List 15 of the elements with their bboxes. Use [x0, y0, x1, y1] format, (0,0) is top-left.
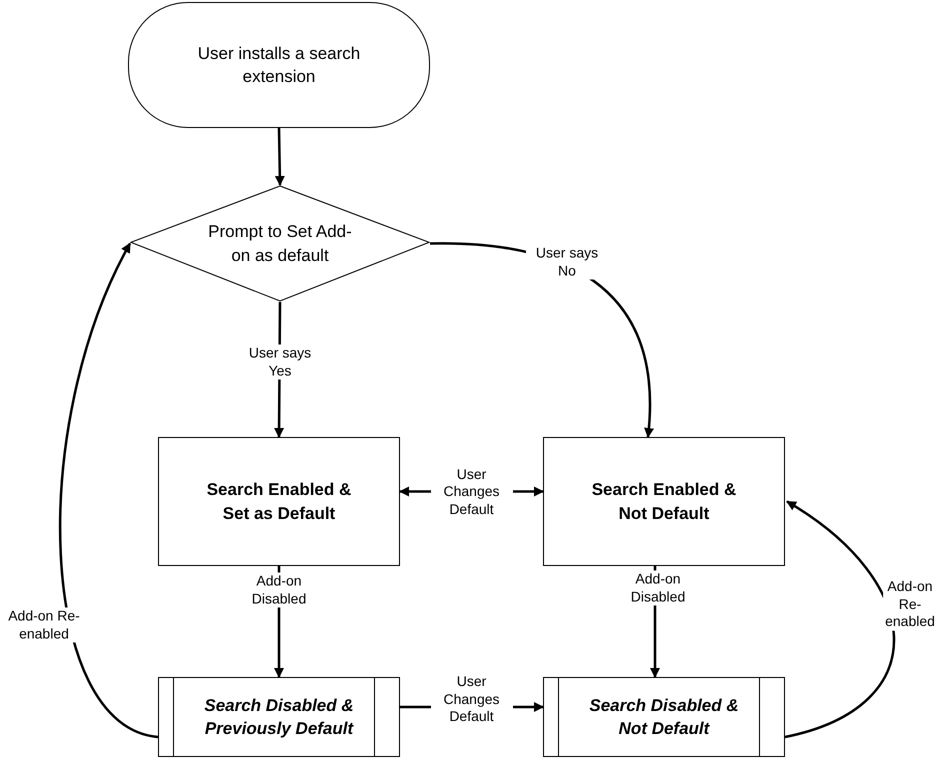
- arrow: [784, 500, 896, 738]
- decision-diamond: [130, 185, 430, 302]
- arrow: [274, 128, 285, 186]
- edge-label: Add-on Re-enabled: [883, 578, 937, 630]
- node-text: User installs a search extension: [196, 42, 362, 88]
- state-box: [543, 437, 785, 566]
- node-text: Search Disabled & Previously Default: [203, 694, 355, 740]
- node-text: Search Disabled & Not Default: [588, 694, 740, 740]
- process-box: [158, 677, 400, 757]
- arrow: [59, 242, 158, 738]
- node-text: Prompt to Set Add-on as default: [207, 221, 353, 266]
- node-text: Search Enabled & Set as Default: [206, 479, 352, 524]
- node-text: Search Enabled & Not Default: [590, 479, 738, 524]
- process-box: [543, 677, 785, 757]
- state-box: [158, 437, 400, 566]
